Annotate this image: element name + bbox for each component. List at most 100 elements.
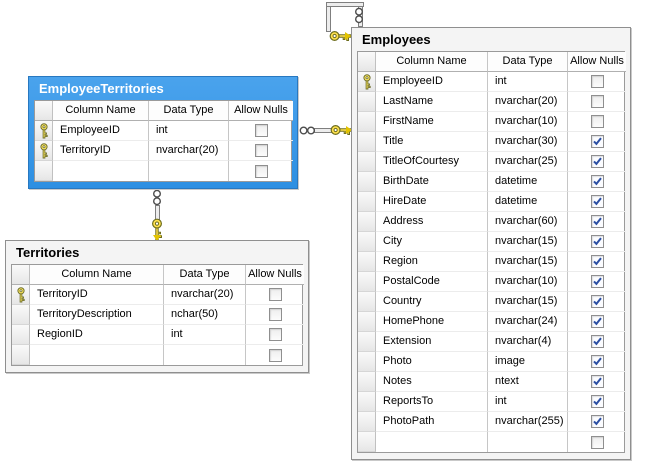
- column-name-cell[interactable]: Region: [376, 252, 488, 272]
- allow-nulls-checkbox[interactable]: [268, 348, 282, 362]
- row-selector-cell[interactable]: [358, 372, 376, 392]
- row-selector-cell[interactable]: [35, 121, 53, 141]
- data-type-cell[interactable]: int: [488, 392, 568, 412]
- row-selector-cell[interactable]: [358, 232, 376, 252]
- table-row[interactable]: RegionID int: [12, 325, 304, 345]
- column-name-cell[interactable]: City: [376, 232, 488, 252]
- column-name-cell[interactable]: Country: [376, 292, 488, 312]
- data-type-cell[interactable]: nvarchar(15): [488, 252, 568, 272]
- table-employeeterritories[interactable]: EmployeeTerritories Column Name Data Typ…: [28, 76, 298, 189]
- allow-nulls-checkbox[interactable]: [268, 288, 282, 301]
- data-type-cell[interactable]: int: [149, 121, 229, 141]
- table-row[interactable]: TerritoryID nvarchar(20): [35, 141, 293, 161]
- data-type-cell[interactable]: [164, 345, 246, 365]
- column-name-cell[interactable]: FirstName: [376, 112, 488, 132]
- row-selector-cell[interactable]: [358, 252, 376, 272]
- data-type-cell[interactable]: nvarchar(10): [488, 112, 568, 132]
- table-row[interactable]: Title nvarchar(30): [358, 132, 626, 152]
- table-title[interactable]: Employees: [362, 32, 431, 47]
- table-row[interactable]: EmployeeID int: [35, 121, 293, 141]
- allow-nulls-checkbox[interactable]: [268, 308, 282, 321]
- data-type-cell[interactable]: datetime: [488, 192, 568, 212]
- data-type-cell[interactable]: image: [488, 352, 568, 372]
- allow-nulls-checkbox[interactable]: [590, 295, 604, 308]
- allow-nulls-checkbox[interactable]: [590, 115, 604, 128]
- row-selector-cell[interactable]: [358, 412, 376, 432]
- data-type-cell[interactable]: nvarchar(20): [164, 285, 246, 305]
- column-name-cell[interactable]: PhotoPath: [376, 412, 488, 432]
- column-name-cell[interactable]: EmployeeID: [376, 72, 488, 92]
- allow-nulls-checkbox[interactable]: [590, 315, 604, 328]
- row-selector-cell[interactable]: [358, 212, 376, 232]
- row-selector-cell[interactable]: [35, 141, 53, 161]
- row-selector-cell[interactable]: [12, 305, 30, 325]
- allow-nulls-checkbox[interactable]: [254, 124, 268, 137]
- data-type-cell[interactable]: nvarchar(60): [488, 212, 568, 232]
- row-selector-cell[interactable]: [358, 152, 376, 172]
- table-row[interactable]: PhotoPath nvarchar(255): [358, 412, 626, 432]
- table-row[interactable]: EmployeeID int: [358, 72, 626, 92]
- table-territories[interactable]: Territories Column Name Data Type Allow …: [5, 240, 309, 373]
- column-name-cell[interactable]: LastName: [376, 92, 488, 112]
- table-row[interactable]: [12, 345, 302, 365]
- column-name-cell[interactable]: [30, 345, 164, 365]
- data-type-cell[interactable]: nvarchar(25): [488, 152, 568, 172]
- column-name-cell[interactable]: TerritoryID: [30, 285, 164, 305]
- column-name-cell[interactable]: Address: [376, 212, 488, 232]
- allow-nulls-checkbox[interactable]: [254, 144, 268, 157]
- allow-nulls-checkbox[interactable]: [590, 195, 604, 208]
- allow-nulls-checkbox[interactable]: [268, 328, 282, 341]
- allow-nulls-checkbox[interactable]: [590, 95, 604, 108]
- table-row[interactable]: PostalCode nvarchar(10): [358, 272, 626, 292]
- allow-nulls-checkbox[interactable]: [590, 355, 604, 368]
- allow-nulls-checkbox[interactable]: [590, 335, 604, 348]
- column-name-cell[interactable]: Photo: [376, 352, 488, 372]
- column-name-cell[interactable]: TitleOfCourtesy: [376, 152, 488, 172]
- data-type-cell[interactable]: nvarchar(15): [488, 292, 568, 312]
- relationship-line-segment[interactable]: [326, 6, 331, 32]
- allow-nulls-checkbox[interactable]: [590, 175, 604, 188]
- row-selector-cell[interactable]: [35, 161, 53, 181]
- allow-nulls-checkbox[interactable]: [590, 395, 604, 408]
- allow-nulls-checkbox[interactable]: [590, 135, 604, 148]
- table-row[interactable]: Region nvarchar(15): [358, 252, 626, 272]
- row-selector-cell[interactable]: [358, 292, 376, 312]
- row-selector-cell[interactable]: [358, 332, 376, 352]
- row-selector-cell[interactable]: [358, 112, 376, 132]
- table-row[interactable]: [35, 161, 291, 181]
- column-name-cell[interactable]: HomePhone: [376, 312, 488, 332]
- table-row[interactable]: [358, 432, 624, 452]
- row-selector-cell[interactable]: [358, 392, 376, 412]
- data-type-cell[interactable]: nvarchar(30): [488, 132, 568, 152]
- row-selector-cell[interactable]: [358, 92, 376, 112]
- row-selector-cell[interactable]: [358, 132, 376, 152]
- row-selector-cell[interactable]: [358, 432, 376, 452]
- column-name-cell[interactable]: HireDate: [376, 192, 488, 212]
- data-type-cell[interactable]: [488, 432, 568, 452]
- data-type-cell[interactable]: nvarchar(15): [488, 232, 568, 252]
- allow-nulls-checkbox[interactable]: [590, 235, 604, 248]
- data-type-cell[interactable]: ntext: [488, 372, 568, 392]
- allow-nulls-checkbox[interactable]: [590, 155, 604, 168]
- data-type-cell[interactable]: nvarchar(20): [149, 141, 229, 161]
- data-type-cell[interactable]: nchar(50): [164, 305, 246, 325]
- data-type-cell[interactable]: nvarchar(255): [488, 412, 568, 432]
- row-selector-cell[interactable]: [12, 325, 30, 345]
- data-type-cell[interactable]: nvarchar(10): [488, 272, 568, 292]
- column-name-cell[interactable]: Title: [376, 132, 488, 152]
- table-row[interactable]: FirstName nvarchar(10): [358, 112, 626, 132]
- row-selector-cell[interactable]: [358, 72, 376, 92]
- row-selector-cell[interactable]: [12, 345, 30, 365]
- column-name-cell[interactable]: BirthDate: [376, 172, 488, 192]
- allow-nulls-checkbox[interactable]: [590, 75, 604, 88]
- column-name-cell[interactable]: TerritoryDescription: [30, 305, 164, 325]
- table-row[interactable]: Extension nvarchar(4): [358, 332, 626, 352]
- row-selector-cell[interactable]: [358, 312, 376, 332]
- row-selector-cell[interactable]: [358, 192, 376, 212]
- allow-nulls-checkbox[interactable]: [590, 435, 604, 449]
- column-name-cell[interactable]: EmployeeID: [53, 121, 149, 141]
- data-type-cell[interactable]: nvarchar(24): [488, 312, 568, 332]
- allow-nulls-checkbox[interactable]: [590, 415, 604, 428]
- column-name-cell[interactable]: PostalCode: [376, 272, 488, 292]
